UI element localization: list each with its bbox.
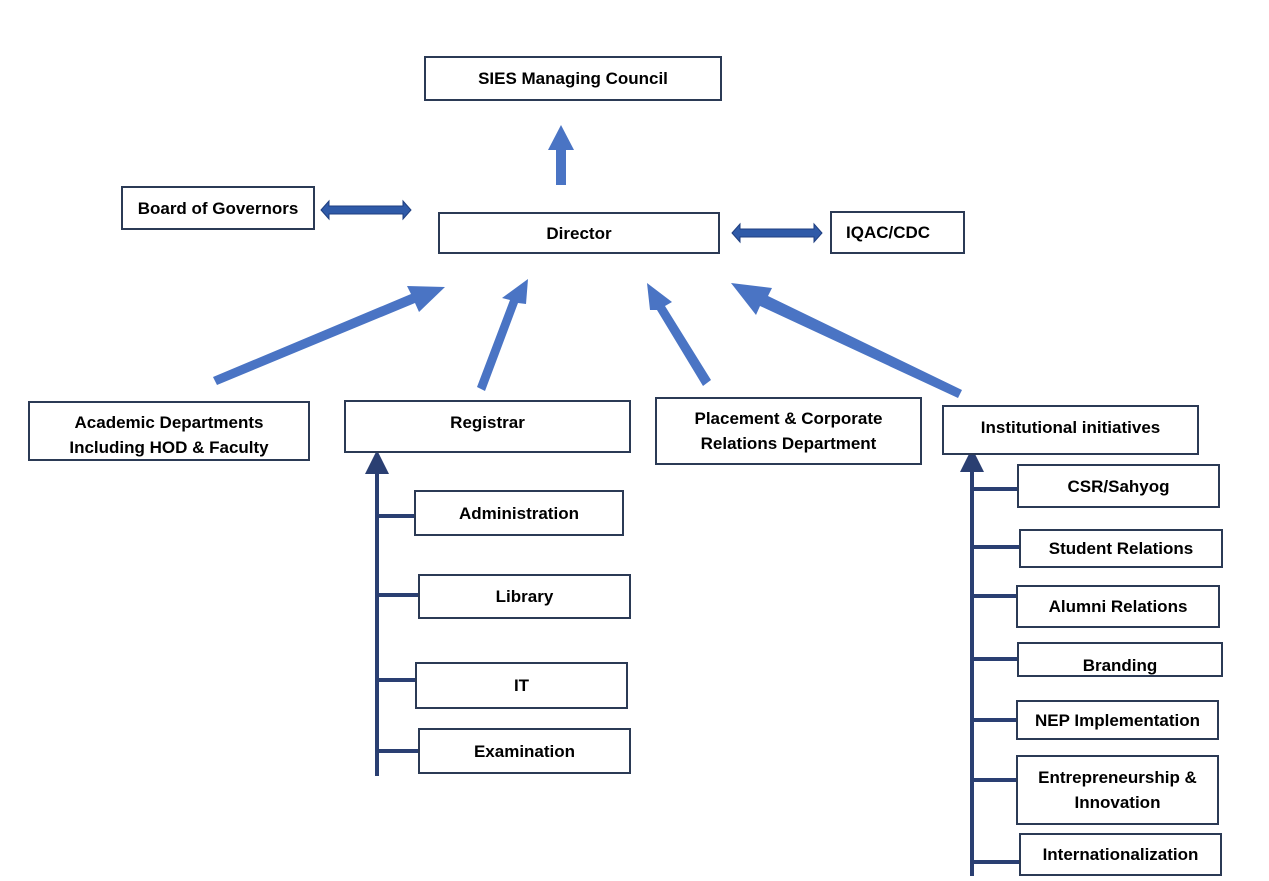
arrow-initiatives-to-director — [731, 283, 962, 398]
unit-nep-implementation: NEP Implementation — [1016, 700, 1219, 740]
unit-entrepreneurship-innovation: Entrepreneurship & Innovation — [1016, 755, 1219, 825]
double-arrow-director-iqac — [731, 222, 823, 244]
double-arrow-board-director — [320, 199, 412, 221]
unit-it: IT — [415, 662, 628, 709]
node-academic-departments: Academic Departments Including HOD & Fac… — [28, 401, 310, 461]
node-director: Director — [438, 212, 720, 254]
unit-internationalization: Internationalization — [1019, 833, 1222, 876]
unit-examination: Examination — [418, 728, 631, 774]
arrow-registrar-to-director — [477, 279, 528, 391]
node-registrar: Registrar — [344, 400, 631, 453]
unit-branding: Branding — [1017, 642, 1223, 677]
unit-alumni-relations: Alumni Relations — [1016, 585, 1220, 628]
node-institutional-initiatives: Institutional initiatives — [942, 405, 1199, 455]
unit-student-relations: Student Relations — [1019, 529, 1223, 568]
node-placement: Placement & Corporate Relations Departme… — [655, 397, 922, 465]
node-iqac-cdc: IQAC/CDC — [830, 211, 965, 254]
node-managing-council: SIES Managing Council — [424, 56, 722, 101]
arrow-director-to-council — [548, 125, 574, 185]
arrow-academic-to-director — [213, 286, 445, 385]
registrar-connector-ticks — [377, 514, 418, 753]
unit-administration: Administration — [414, 490, 624, 536]
initiatives-connector-ticks — [972, 487, 1019, 864]
unit-library: Library — [418, 574, 631, 619]
node-board-of-governors: Board of Governors — [121, 186, 315, 230]
arrow-placement-to-director — [647, 283, 711, 386]
unit-csr-sahyog: CSR/Sahyog — [1017, 464, 1220, 508]
